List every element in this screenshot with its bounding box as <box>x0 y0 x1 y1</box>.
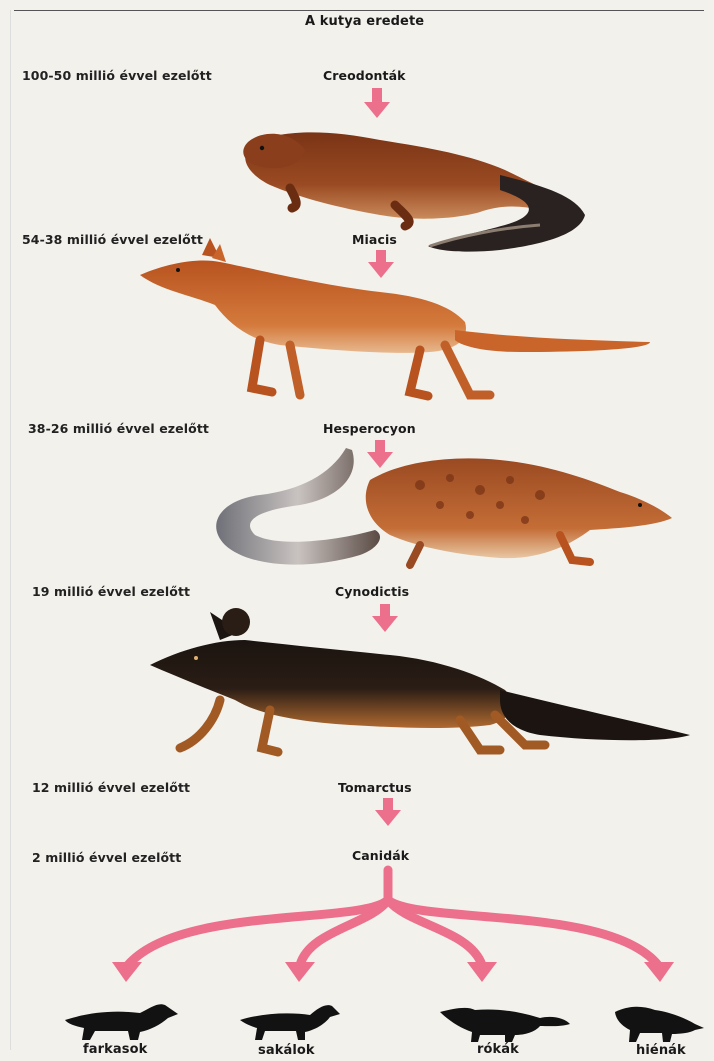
wolf-silhouette <box>65 1004 178 1040</box>
down-arrow <box>372 604 398 632</box>
arrowhead-jackals <box>285 962 315 982</box>
down-arrow <box>375 798 401 826</box>
creodont-illustration <box>243 132 585 251</box>
hyena-silhouette <box>615 1007 704 1042</box>
arrowhead-hyenas <box>644 962 674 982</box>
down-arrow <box>368 250 394 278</box>
down-arrow <box>364 88 390 118</box>
miacis-illustration <box>140 238 650 396</box>
jackal-silhouette <box>240 1005 340 1040</box>
down-arrow <box>367 440 393 468</box>
arrowhead-wolves <box>112 962 142 982</box>
fox-silhouette <box>440 1008 570 1042</box>
arrowhead-foxes <box>467 962 497 982</box>
hesperocyon-illustration <box>216 448 672 565</box>
cynodictis-illustration <box>150 608 690 752</box>
branch-arrows <box>128 870 658 965</box>
branch-arrowheads <box>112 962 674 982</box>
